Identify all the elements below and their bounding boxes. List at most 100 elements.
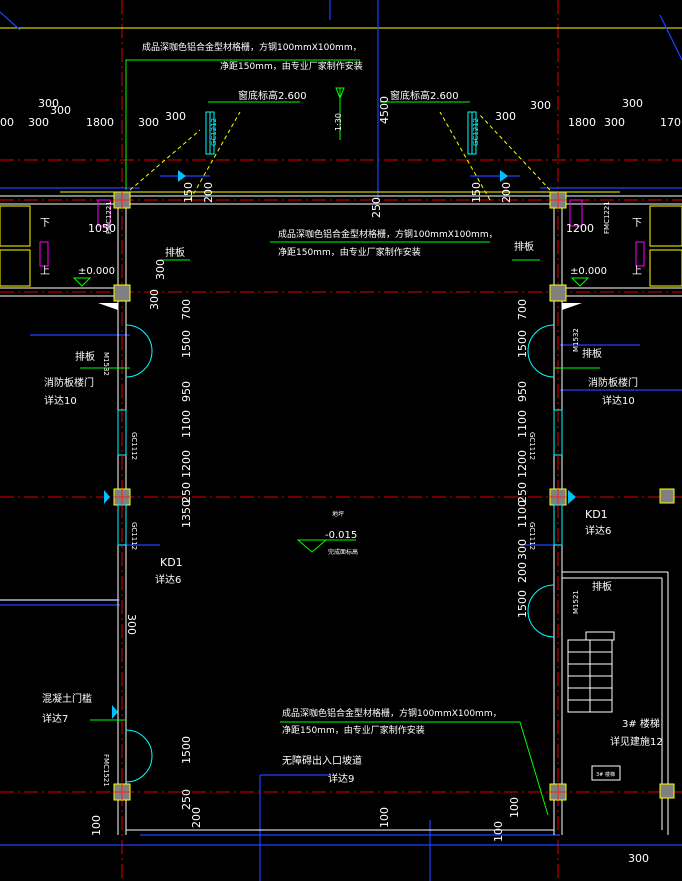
- tag-gc1212-right: GC1212: [472, 118, 480, 146]
- note-top-line2: 净距150mm，由专业厂家制作安装: [220, 60, 363, 72]
- dim-top: 1800: [86, 116, 114, 129]
- dimensions: 300 300 00 300 1800 300 300 300 300 1800…: [0, 97, 681, 865]
- dim-col-right: 950: [516, 381, 529, 402]
- dim-col-left: 1200: [180, 450, 193, 478]
- dim-top: 300: [495, 110, 516, 123]
- dim-bottom: 100: [378, 807, 391, 828]
- fire-door-left: 消防板楼门: [44, 376, 94, 389]
- note-mid-line1: 成品深咖色铝合金型材格栅，方钢100mmX100mm，: [278, 228, 498, 240]
- dim-4500: 4500: [378, 96, 391, 124]
- sill-label-left: 窗底标高2.600: [238, 89, 307, 102]
- dim-col-right: 700: [516, 299, 529, 320]
- tag-fm1521-left: FMC1521: [102, 754, 110, 787]
- detail-10-left: 详达10: [44, 394, 77, 407]
- dim-col-left: 300: [125, 614, 138, 635]
- dim-col-right: 300: [516, 539, 529, 560]
- paiban-right-top: 排板: [514, 240, 534, 253]
- door-left-m1532: [125, 324, 153, 378]
- dim-top: 300: [28, 116, 49, 129]
- stair-left-top: [0, 205, 31, 247]
- barrier-free-ramp: 无障碍出入口坡道: [282, 754, 362, 767]
- dim-col-left: 700: [180, 299, 193, 320]
- detail-12: 详见建施12: [610, 735, 663, 748]
- dim-col-right: 1100: [516, 410, 529, 438]
- dim-misc: 300: [154, 259, 167, 280]
- up-left: 上: [40, 265, 50, 277]
- center-elev: -0.015: [325, 530, 357, 541]
- tag-gc1212-left: GC1212: [210, 118, 218, 146]
- detail-6-right: 详达6: [585, 524, 611, 537]
- dim-col-left: 950: [180, 381, 193, 402]
- stair-3: [567, 631, 621, 781]
- dim-misc: 150: [470, 182, 483, 203]
- dim-col-left: 300: [148, 289, 161, 310]
- anchor-symbols: [104, 170, 576, 719]
- labels: 窗底标高2.600 窗底标高2.600 1:30 4500 GC1212 GC1…: [40, 89, 663, 787]
- note-top-line1: 成品深咖色铝合金型材格栅，方钢100mmX100mm，: [142, 41, 362, 53]
- center-label: 地坪: [332, 510, 344, 518]
- dim-col-left: 1500: [180, 330, 193, 358]
- note-bot-line2: 净距150mm，由专业厂家制作安装: [282, 724, 425, 736]
- paiban-right: 排板: [582, 347, 602, 360]
- dim-misc: 150: [182, 182, 195, 203]
- dim-misc: 200: [202, 182, 215, 203]
- kd1-right: KD1: [585, 508, 608, 521]
- tag-m1532-left: M1532: [102, 352, 110, 376]
- magenta-marks: [39, 199, 645, 267]
- dim-misc: 250: [370, 197, 383, 218]
- note-mid-line2: 净距150mm，由专业厂家制作安装: [278, 246, 421, 258]
- dim-col-left-bottom: 1500: [180, 736, 193, 764]
- dim-top: 1800: [568, 116, 596, 129]
- tag-m1521-right: M1521: [572, 590, 580, 614]
- white-triangles: [98, 303, 582, 310]
- dim-top: 300: [165, 110, 186, 123]
- dim-col-left: 1100: [180, 410, 193, 438]
- dashed-projection: [129, 111, 551, 201]
- detail-6-left: 详达6: [155, 573, 181, 586]
- dim-bottom: 300: [628, 852, 649, 865]
- elev-zero-left: ±0.000: [78, 266, 115, 277]
- door-right-m1532: [527, 324, 555, 378]
- column-crosses: [114, 192, 566, 800]
- dim-top: 300: [38, 97, 59, 110]
- dim-bottom: 100: [492, 821, 505, 842]
- column: [549, 284, 567, 302]
- window-left-1: [117, 409, 127, 456]
- concrete-sill: 混凝土门槛: [42, 692, 92, 705]
- paiban-left: 排板: [75, 350, 95, 363]
- dim-misc: 1200: [566, 222, 594, 235]
- down-left: 下: [40, 218, 50, 229]
- fire-door-right: 消防板楼门: [588, 376, 638, 389]
- dim-bottom: 250: [180, 789, 193, 810]
- dim-bottom: 200: [190, 807, 203, 828]
- dim-top: 300: [50, 104, 71, 117]
- column: [659, 488, 675, 504]
- windows: [117, 111, 563, 546]
- dim-misc: 200: [500, 182, 513, 203]
- dim-col-right: 1100: [516, 500, 529, 528]
- door-right-m1521: [527, 584, 555, 638]
- dim-bottom: 100: [90, 815, 103, 836]
- elevation-markers: [72, 87, 590, 553]
- dim-col-right: 1200: [516, 450, 529, 478]
- slope-label: 1:30: [334, 113, 343, 131]
- doors: [0, 205, 682, 783]
- paiban-right-bottom: 排板: [592, 580, 612, 593]
- dim-col-right: 200: [516, 562, 529, 583]
- tag-gc1112-left: GC1112: [130, 432, 138, 460]
- dim-top: 300: [138, 116, 159, 129]
- window-left-2: [117, 504, 127, 546]
- tag-m1532-right: M1532: [572, 328, 580, 352]
- window-right-1: [553, 409, 563, 456]
- down-right: 下: [632, 218, 642, 229]
- dim-col-right: 250: [516, 482, 529, 503]
- dim-bottom: 100: [508, 797, 521, 818]
- tag-fm1221-right: FMC1221: [603, 201, 611, 234]
- dim-col-left: 1350: [180, 500, 193, 528]
- tag-gc1112-right-2: GC1112: [528, 522, 536, 550]
- detail-10-right: 详达10: [602, 394, 635, 407]
- dim-col-right: 1500: [516, 590, 529, 618]
